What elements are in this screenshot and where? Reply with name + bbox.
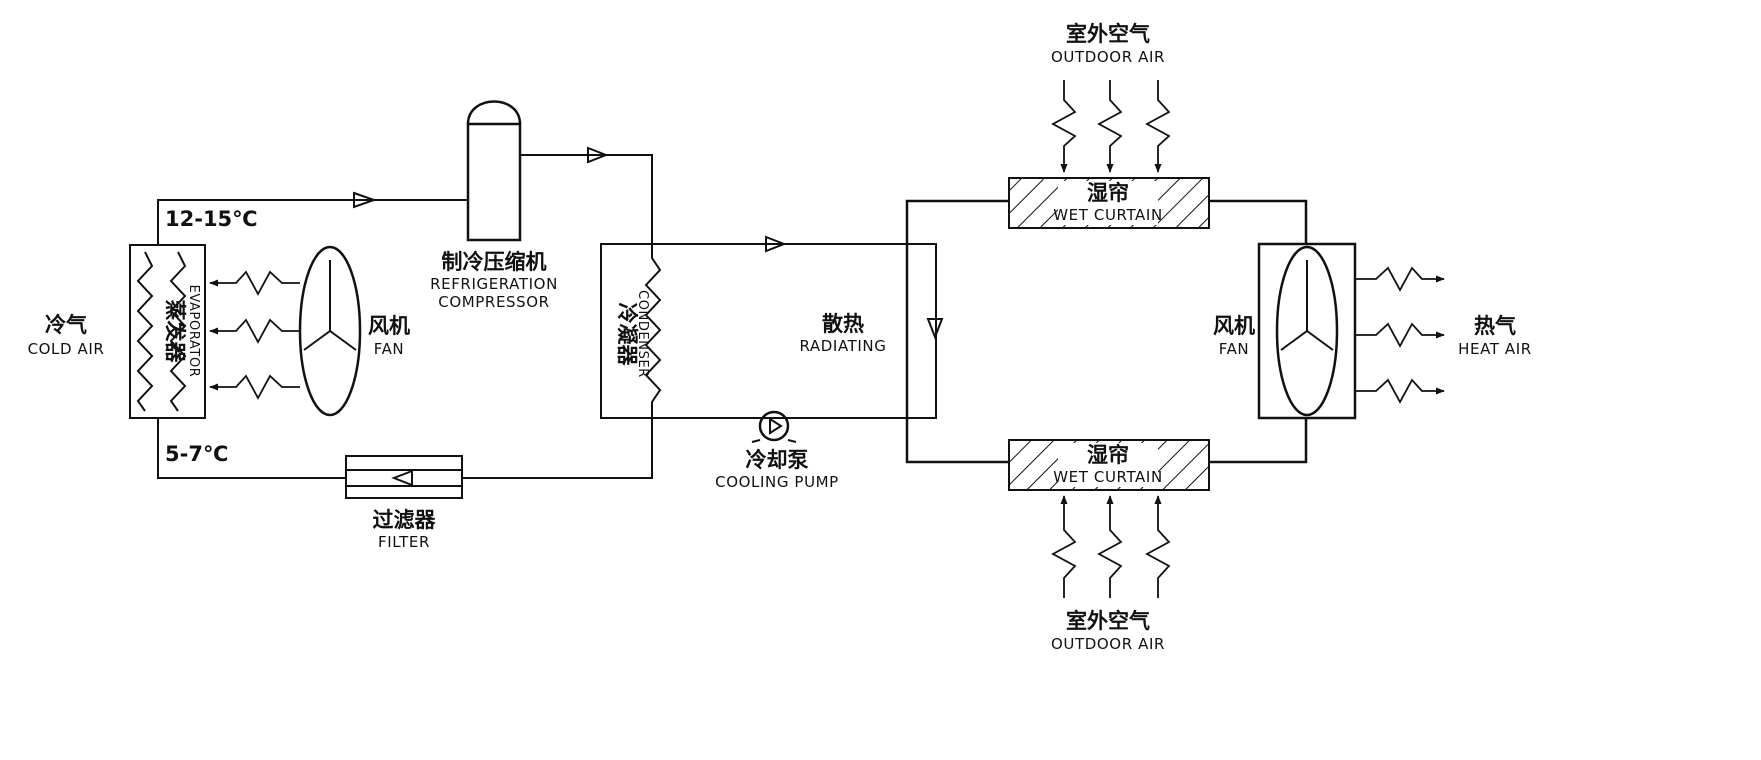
compressor-label-en-line1: REFRIGERATION (430, 275, 558, 293)
outdoor-air-bottom-label-en: OUTDOOR AIR (1051, 635, 1165, 653)
filter-label-en: FILTER (378, 533, 430, 551)
cold-air-label-zh: 冷气 (45, 313, 87, 337)
outdoor-air-bottom-label-zh: 室外空气 (1066, 609, 1150, 633)
left-fan (209, 245, 362, 417)
compressor-label-en-line2: COMPRESSOR (438, 293, 549, 311)
compressor-dome (466, 100, 522, 125)
condenser: 冷凝器 CONDENSER (600, 235, 937, 419)
suction-flow-arrow (353, 191, 378, 209)
outdoor-air-arrow-icon (1051, 80, 1077, 173)
left-fan-label-zh: 风机 (368, 314, 410, 338)
cold-air-label-en: COLD AIR (28, 340, 105, 358)
evaporator-label-en: EVAPORATOR (186, 285, 201, 378)
inlet-temperature: 12-15℃ (165, 207, 258, 231)
evaporator-coil-right (169, 251, 187, 412)
wet-curtain-top-label-en: WET CURTAIN (1053, 206, 1163, 224)
left-fan-label-en: FAN (374, 340, 405, 358)
outdoor-air-arrow-icon (1097, 495, 1123, 598)
cooling-pump-label-zh: 冷却泵 (746, 448, 809, 472)
right-fan-label-zh: 风机 (1213, 314, 1255, 338)
wet-curtain-top-label-zh: 湿帘 (1087, 181, 1129, 205)
liquid-line (462, 418, 653, 479)
radiating-label-en: RADIATING (800, 337, 887, 355)
compressor-body (466, 122, 522, 242)
condenser-label-en: CONDENSER (635, 290, 650, 378)
outdoor-air-arrow-icon (1097, 80, 1123, 173)
wet-curtain-bottom-label-en: WET CURTAIN (1053, 468, 1163, 486)
heat-air-label-en: HEAT AIR (1458, 340, 1532, 358)
filter-body (345, 455, 463, 499)
filter-flow-arrow (391, 469, 413, 487)
radiating-label-zh: 散热 (822, 312, 864, 336)
evaporator-label-zh: 蒸发器 (163, 300, 187, 364)
outdoor-air-top-label-zh: 室外空气 (1066, 22, 1150, 46)
cooling-pump-label-en: COOLING PUMP (715, 473, 839, 491)
wet-curtain-bottom (1008, 439, 1210, 491)
condenser-body (600, 243, 937, 419)
right-fan-label-en: FAN (1219, 340, 1250, 358)
right-fan (1257, 242, 1445, 420)
evaporator-coil-left (136, 251, 154, 412)
cold-air-arrow-icon (209, 374, 300, 400)
cold-air-arrow-icon (209, 318, 300, 344)
heat-air-arrow-icon (1355, 378, 1445, 404)
evaporator-body (129, 244, 206, 419)
wet-curtain-top (1008, 177, 1210, 229)
heat-air-arrow-icon (1355, 322, 1445, 348)
heat-air-label-zh: 热气 (1474, 314, 1516, 338)
liquid-line-to-evaporator (157, 418, 346, 479)
cold-air-arrow-icon (209, 270, 300, 296)
pump-icon (758, 410, 790, 442)
outdoor-air-arrow-icon (1145, 80, 1171, 173)
condenser-label-zh: 冷凝器 (615, 303, 639, 367)
wet-curtain-bottom-label-zh: 湿帘 (1087, 443, 1129, 467)
filter (345, 455, 463, 499)
refrigeration-compressor (466, 100, 522, 242)
discharge-line (520, 154, 653, 244)
outdoor-air-arrow-icon (1145, 495, 1171, 598)
water-loop (905, 199, 1308, 464)
outdoor-air-bottom-arrows (1051, 495, 1171, 598)
condenser-coil (644, 244, 662, 418)
refrigerant-circuit (157, 146, 653, 479)
outdoor-air-top-label-en: OUTDOOR AIR (1051, 48, 1165, 66)
outlet-temperature: 5-7℃ (165, 442, 228, 466)
discharge-flow-arrow (587, 146, 609, 164)
compressor-label-zh: 制冷压缩机 (442, 250, 547, 274)
outdoor-air-top-arrows (1051, 80, 1171, 173)
cooling-pump (751, 410, 797, 443)
outdoor-air-arrow-icon (1051, 495, 1077, 598)
evaporator: 蒸发器 EVAPORATOR (129, 244, 206, 419)
filter-label-zh: 过滤器 (373, 508, 437, 532)
radiating-flow-arrow (926, 318, 944, 340)
heat-air-arrow-icon (1355, 266, 1445, 292)
fan-icon (1275, 245, 1339, 417)
cooling-water-circuit (905, 199, 1308, 464)
right-fan-housing (1257, 242, 1357, 420)
condenser-flow-arrow (765, 235, 787, 253)
